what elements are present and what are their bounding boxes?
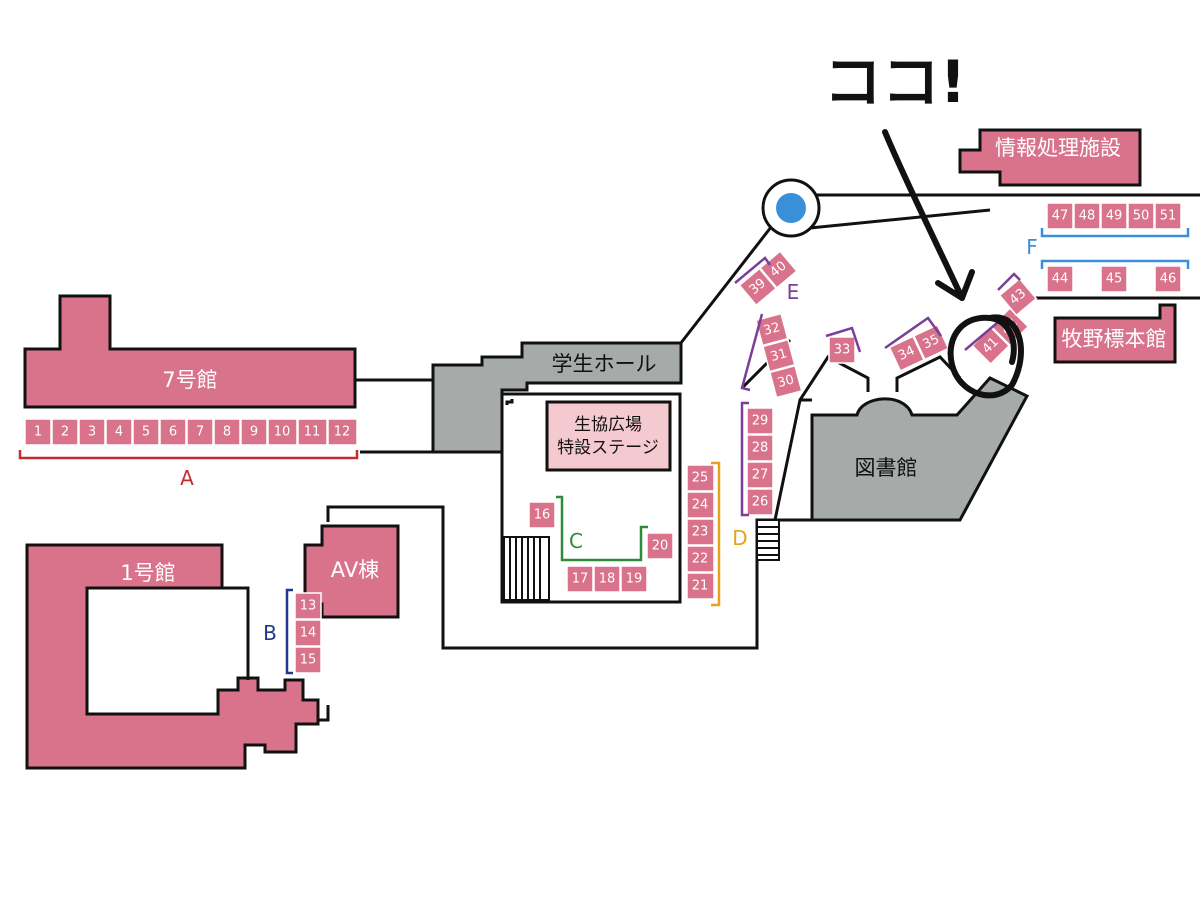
booth: 32 [762,320,782,339]
booth: 51 [1160,209,1177,224]
bracket-e [734,256,1021,517]
booth: 7 [196,425,204,440]
building-7-label: 7号館 [162,368,217,392]
makino-label: 牧野標本館 [1062,327,1167,351]
group-label-d: D [732,526,747,550]
handwritten-annotation: ココ! [824,48,1024,399]
booth: 35 [920,332,941,353]
group-label-a: A [180,466,194,490]
booth: 2 [61,425,69,440]
booth: 17 [572,572,589,587]
booth: 1 [34,425,42,440]
group-label-e: E [787,280,800,304]
arrow-icon [882,129,965,301]
booth-group-a: 1 2 3 4 5 6 7 8 9 10 11 12 [24,418,358,446]
booth: 47 [1052,209,1069,224]
booth: 9 [250,425,258,440]
info-processing-building [958,128,1142,187]
bracket-f [1040,228,1190,269]
booth: 18 [599,572,616,587]
group-label-c: C [569,529,583,553]
booth: 26 [752,495,769,510]
booth: 14 [300,626,317,641]
booth: 23 [692,525,709,540]
booth: 25 [692,471,709,486]
student-hall-label: 学生ホール [552,352,657,376]
booth: 22 [692,552,709,567]
booth: 45 [1106,272,1123,287]
booth: 20 [652,539,669,554]
booth-group-e: 29 28 27 26 32 31 30 33 34 35 39 40 41 4… [738,250,1038,516]
booth: 34 [896,343,917,364]
makino-building [1053,303,1177,364]
booth: 33 [834,343,851,358]
building-1-label: 1号館 [120,561,175,585]
booth: 19 [626,572,643,587]
annotation-text: ココ! [824,48,966,116]
info-processing-label: 情報処理施設 [995,136,1121,160]
booth: 21 [692,579,709,594]
booth: 30 [776,372,796,391]
booth: 24 [692,498,709,513]
bracket-d [711,461,721,607]
arrowhead-icon [935,269,975,301]
booth: 31 [769,346,789,365]
booth: 49 [1106,209,1123,224]
booth-group-f: 47 48 49 50 51 44 45 46 [1046,202,1182,293]
bracket-c [556,495,648,562]
booth: 5 [142,425,150,440]
booth-group-b: 13 14 15 [294,592,322,674]
booth: 16 [534,508,551,523]
booth: 44 [1052,272,1069,287]
booth-group-c: 16 17 18 19 20 [528,501,674,593]
building-1 [25,543,320,770]
stairs-plaza [503,536,550,601]
booth: 13 [300,599,317,614]
booth: 28 [752,441,769,456]
location-marker [761,178,821,238]
library-label: 図書館 [855,456,918,480]
group-label-b: B [263,621,277,645]
booth: 27 [752,468,769,483]
booth: 29 [752,414,769,429]
booth: 11 [304,425,321,440]
circle-mark-icon [947,314,1024,399]
stairs-library [756,519,780,561]
bracket-b [285,588,293,675]
library [810,376,1030,522]
building-av-label: AV棟 [331,558,379,582]
booth: 15 [300,653,317,668]
booth: 48 [1079,209,1096,224]
road-lines [318,193,1200,722]
booth: 8 [223,425,231,440]
booth: 3 [88,425,96,440]
special-stage [545,400,672,472]
booth-group-d: 25 24 23 22 21 [686,464,715,600]
bracket-a [18,450,359,460]
building-7 [23,294,357,409]
booth: 12 [334,425,351,440]
booth: 6 [169,425,177,440]
stage-label-2: 特設ステージ [557,438,659,458]
stage-label-1: 生協広場 [574,415,642,435]
booth: 46 [1160,272,1177,287]
group-label-f: F [1026,235,1038,259]
booth: 10 [274,425,291,440]
location-marker-dot [776,193,806,223]
booth: 50 [1133,209,1150,224]
booth: 4 [115,425,123,440]
